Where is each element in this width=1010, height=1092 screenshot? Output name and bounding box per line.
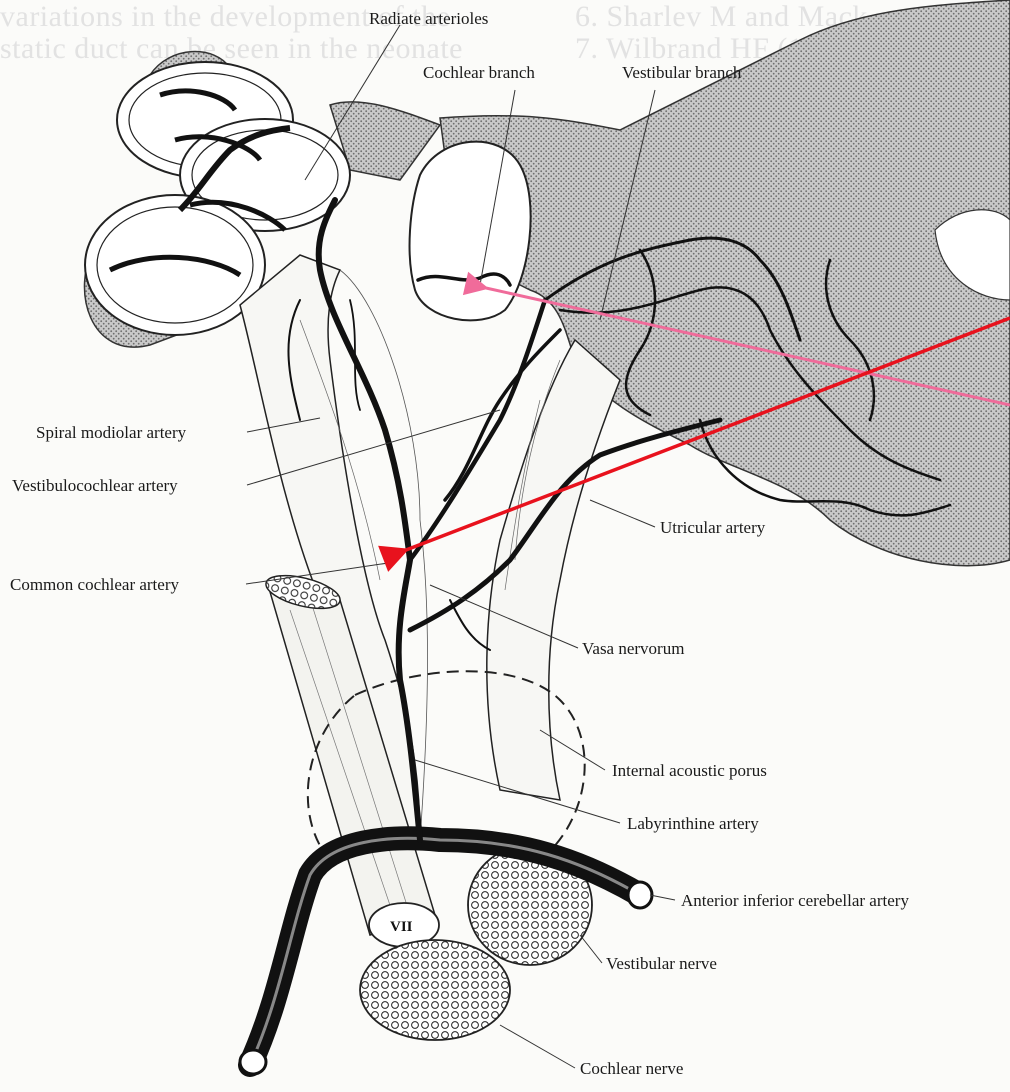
label-internal-acoustic-porus: Internal acoustic porus xyxy=(612,761,767,780)
label-facial-nerve-vii: VII xyxy=(390,919,413,935)
label-vestibular-branch: Vestibular branch xyxy=(622,63,742,82)
label-cochlear-nerve: Cochlear nerve xyxy=(580,1059,683,1078)
label-vestibular-nerve: Vestibular nerve xyxy=(606,954,717,973)
label-spiral-modiolar-artery: Spiral modiolar artery xyxy=(36,423,187,442)
label-labyrinthine-artery: Labyrinthine artery xyxy=(627,814,759,833)
label-vasa-nervorum: Vasa nervorum xyxy=(582,639,684,658)
label-radiate-arterioles: Radiate arterioles xyxy=(369,9,488,28)
label-vestibulocochlear-artery: Vestibulocochlear artery xyxy=(12,476,178,495)
label-cochlear-branch: Cochlear branch xyxy=(423,63,535,82)
label-common-cochlear-artery: Common cochlear artery xyxy=(10,575,179,594)
vestibulocochlear-nerve xyxy=(240,255,620,840)
label-anterior-inferior-cerebellar-artery: Anterior inferior cerebellar artery xyxy=(681,891,909,910)
label-utricular-artery: Utricular artery xyxy=(660,518,766,537)
